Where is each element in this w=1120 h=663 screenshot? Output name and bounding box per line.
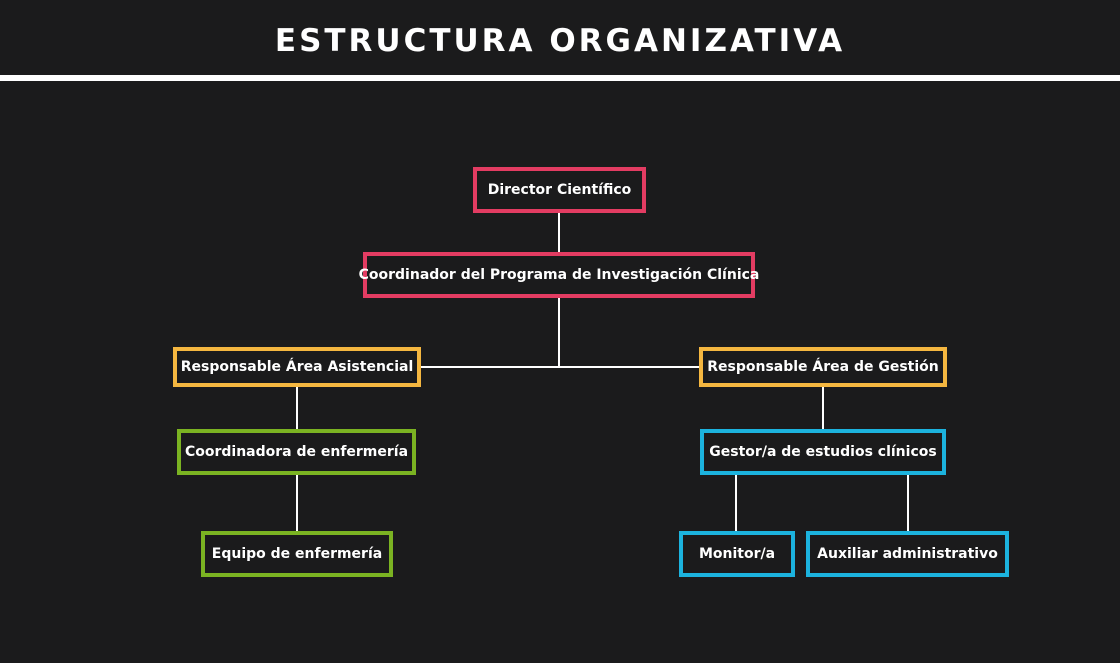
connector-director-coordinator	[558, 211, 560, 253]
page-title: ESTRUCTURA ORGANIZATIVA	[274, 23, 846, 59]
connector-nursing-team	[296, 474, 298, 532]
connector-study-monitor	[735, 474, 737, 532]
box-admin-assistant: Auxiliar administrativo	[806, 531, 1009, 577]
box-monitor: Monitor/a	[679, 531, 795, 577]
box-director: Director Científico	[473, 167, 646, 213]
box-nursing-team: Equipo de enfermería	[201, 531, 393, 577]
box-care-area: Responsable Área Asistencial	[173, 347, 421, 387]
box-management-area: Responsable Área de Gestión	[699, 347, 947, 387]
box-study-manager: Gestor/a de estudios clínicos	[700, 429, 946, 475]
connector-care-nursing	[296, 386, 298, 430]
connector-coordinator-areas	[558, 298, 560, 368]
header-divider	[0, 75, 1120, 81]
connector-management-study	[822, 386, 824, 430]
header: ESTRUCTURA ORGANIZATIVA	[0, 0, 1120, 76]
connector-areas-horizontal	[419, 366, 701, 368]
box-coordinator: Coordinador del Programa de Investigació…	[359, 252, 759, 298]
box-nursing-coordinator: Coordinadora de enfermería	[177, 429, 416, 475]
connector-study-admin	[907, 474, 909, 532]
